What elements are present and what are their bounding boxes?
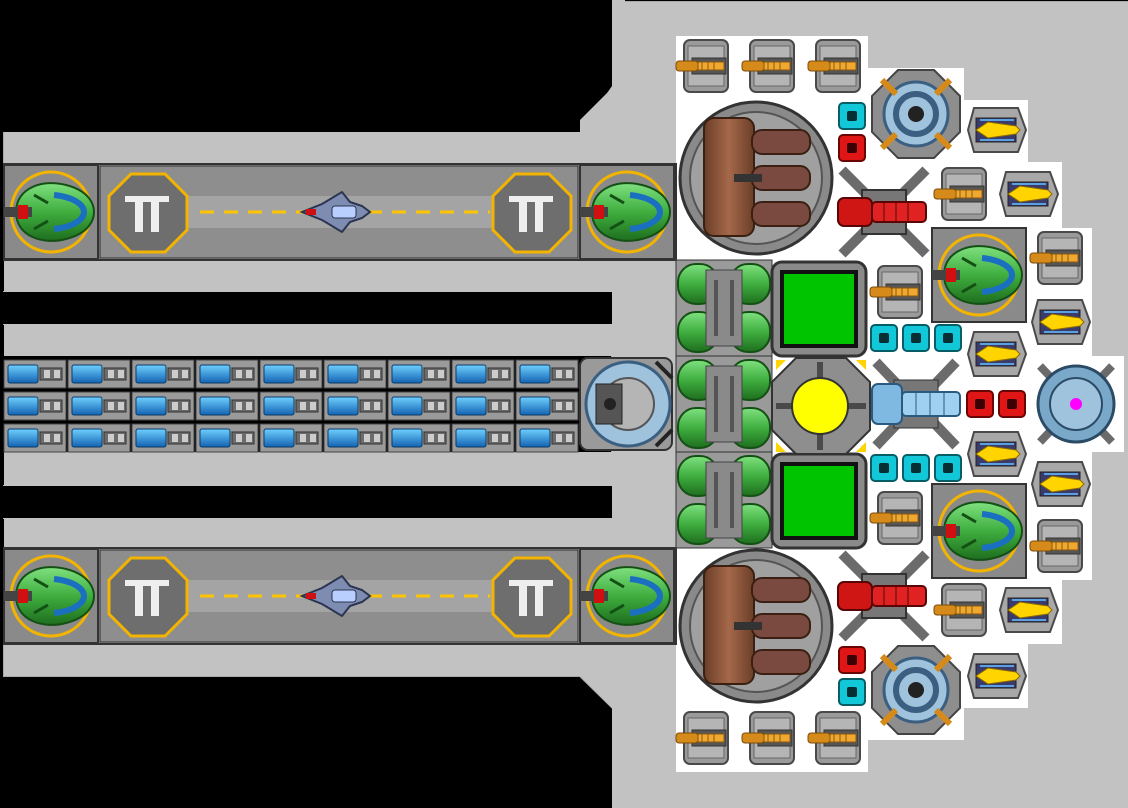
fuel-tank-icon[interactable]: [195, 391, 259, 421]
autocannon-icon[interactable]: [741, 39, 795, 93]
fuel-tank-icon[interactable]: [3, 423, 67, 453]
power-cell-icon[interactable]: [870, 454, 898, 482]
ion-cannon-icon[interactable]: [871, 358, 961, 450]
power-cell-icon[interactable]: [998, 390, 1026, 418]
turret-row-bottom[interactable]: [675, 711, 861, 765]
fuel-tank-icon[interactable]: [387, 359, 451, 389]
cell-row-lower[interactable]: [870, 454, 962, 482]
fuel-tank-icon[interactable]: [515, 391, 579, 421]
power-cell-icon[interactable]: [870, 324, 898, 352]
turret-row-top[interactable]: [675, 39, 861, 93]
fighter-hangar-icon[interactable]: [932, 484, 1026, 578]
fuel-tank-icon[interactable]: [323, 391, 387, 421]
fighter-hangar-icon[interactable]: [4, 549, 98, 643]
fighter-hangar-icon[interactable]: [4, 165, 98, 259]
engine-icon[interactable]: [674, 258, 774, 358]
runway-marker-icon: [491, 172, 573, 254]
missile-launcher-icon[interactable]: [967, 331, 1027, 377]
runway-marker-icon: [107, 172, 189, 254]
power-cell-icon[interactable]: [838, 678, 866, 706]
fighter-hangar-icon[interactable]: [580, 165, 674, 259]
autocannon-icon[interactable]: [933, 583, 987, 637]
power-cell-icon[interactable]: [838, 102, 866, 130]
power-cell-icon[interactable]: [902, 454, 930, 482]
autocannon-icon[interactable]: [807, 39, 861, 93]
fuel-tank-icon[interactable]: [67, 391, 131, 421]
cell-row-upper[interactable]: [870, 324, 962, 352]
power-cell-icon[interactable]: [838, 134, 866, 162]
autocannon-icon[interactable]: [675, 39, 729, 93]
fuel-tank-icon[interactable]: [195, 423, 259, 453]
shield-generator-icon[interactable]: [872, 70, 960, 158]
power-cell-icon[interactable]: [902, 324, 930, 352]
landing-strip-lower[interactable]: [4, 548, 677, 644]
cargo-bay-icon[interactable]: [678, 100, 834, 256]
fighter-hangar-icon[interactable]: [932, 228, 1026, 322]
sensor-screen-icon[interactable]: [770, 260, 868, 358]
fuel-tank-icon[interactable]: [259, 391, 323, 421]
docking-port[interactable]: [579, 357, 674, 451]
fuel-tank-icon[interactable]: [259, 359, 323, 389]
fuel-tank-icon[interactable]: [515, 423, 579, 453]
fuel-tank-icon[interactable]: [387, 391, 451, 421]
engine-column[interactable]: [674, 258, 774, 550]
autocannon-icon[interactable]: [869, 491, 923, 545]
power-cell-icon[interactable]: [966, 390, 994, 418]
cargo-bay-icon[interactable]: [678, 548, 834, 704]
autocannon-icon[interactable]: [675, 711, 729, 765]
missile-launcher-icon[interactable]: [967, 107, 1027, 153]
missile-launcher-icon[interactable]: [967, 653, 1027, 699]
fighter-hangar-icon[interactable]: [580, 549, 674, 643]
power-cell-icon[interactable]: [934, 324, 962, 352]
missile-launcher-icon[interactable]: [999, 171, 1059, 217]
sensor-screen-icon[interactable]: [770, 452, 868, 550]
autocannon-icon[interactable]: [1029, 231, 1083, 285]
autocannon-icon[interactable]: [807, 711, 861, 765]
fuel-tank-icon[interactable]: [451, 391, 515, 421]
autocannon-icon[interactable]: [869, 265, 923, 319]
fuel-tank-icon[interactable]: [259, 423, 323, 453]
crew-quarters-icon[interactable]: [1036, 363, 1116, 445]
runway-marker-icon: [107, 556, 189, 638]
autocannon-icon[interactable]: [1029, 519, 1083, 573]
power-cell-icon[interactable]: [934, 454, 962, 482]
missile-launcher-icon[interactable]: [1031, 461, 1091, 507]
fuel-tank-icon[interactable]: [67, 359, 131, 389]
missile-launcher-icon[interactable]: [1031, 299, 1091, 345]
missile-launcher-icon[interactable]: [999, 587, 1059, 633]
fuel-tank-icon[interactable]: [387, 423, 451, 453]
fuel-tank-icon[interactable]: [3, 391, 67, 421]
autocannon-icon[interactable]: [741, 711, 795, 765]
fuel-tank-icon[interactable]: [515, 359, 579, 389]
fuel-tank-icon[interactable]: [131, 391, 195, 421]
fuel-tank-icon[interactable]: [451, 423, 515, 453]
reactor-core-icon[interactable]: [771, 357, 871, 455]
engine-icon[interactable]: [674, 354, 774, 454]
fuel-tank-icon[interactable]: [131, 423, 195, 453]
fuel-tank-icon[interactable]: [451, 359, 515, 389]
engine-icon[interactable]: [674, 450, 774, 550]
fuel-tank-icon[interactable]: [67, 423, 131, 453]
fuel-tank-icon[interactable]: [3, 359, 67, 389]
fuel-tank-icon[interactable]: [131, 359, 195, 389]
missile-launcher-icon[interactable]: [967, 431, 1027, 477]
fuel-tank-icon[interactable]: [323, 359, 387, 389]
power-cell-icon[interactable]: [838, 646, 866, 674]
shield-generator-icon[interactable]: [872, 646, 960, 734]
fuel-tank-icon[interactable]: [323, 423, 387, 453]
fuel-tank-icon[interactable]: [195, 359, 259, 389]
runway-marker-icon: [491, 556, 573, 638]
landing-strip-upper[interactable]: TI: [4, 164, 677, 260]
autocannon-icon[interactable]: [933, 167, 987, 221]
fuel-tank-array[interactable]: [3, 359, 579, 453]
